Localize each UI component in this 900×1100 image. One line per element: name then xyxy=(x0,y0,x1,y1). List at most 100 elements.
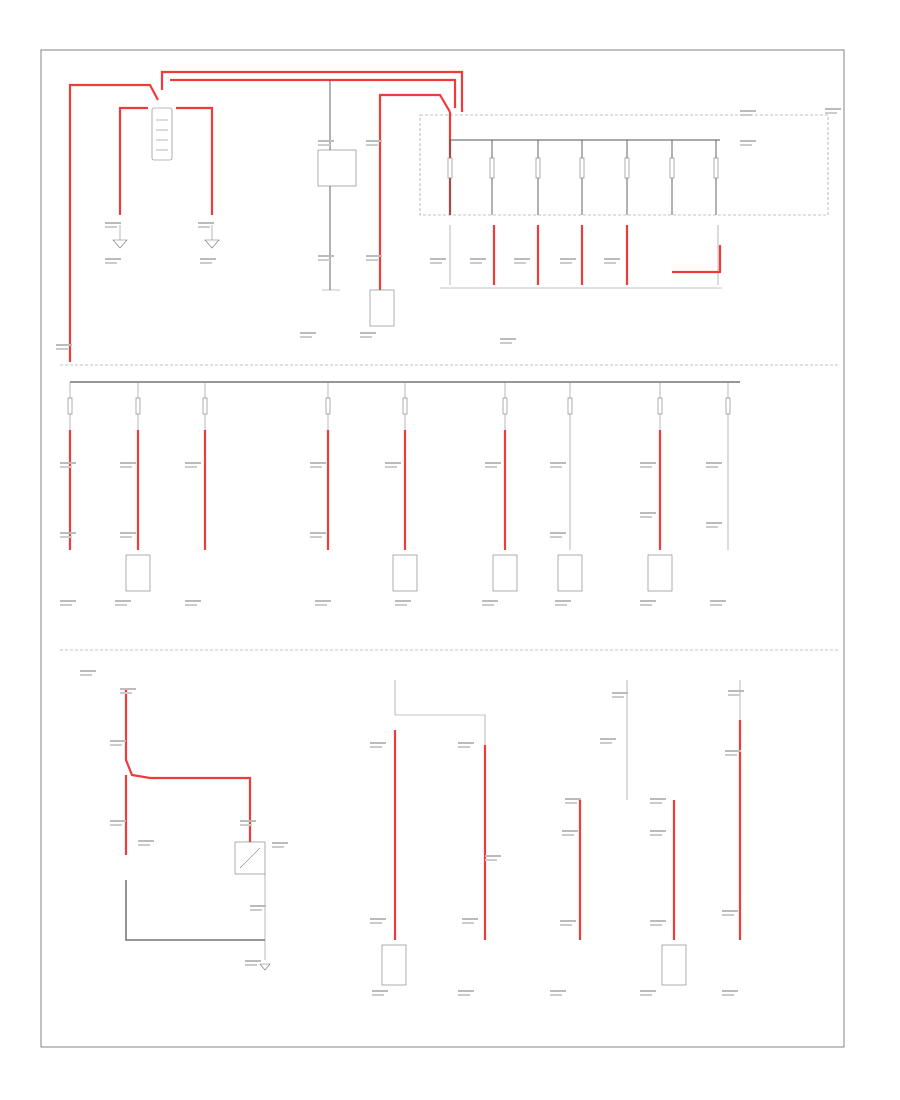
label-mark xyxy=(56,348,68,350)
label-mark xyxy=(120,692,132,694)
label-mark xyxy=(640,990,656,992)
label-mark xyxy=(722,990,738,992)
label-mark xyxy=(310,532,326,534)
label-mark xyxy=(198,226,210,228)
label-mark xyxy=(640,994,652,996)
label-mark xyxy=(372,994,384,996)
label-mark xyxy=(485,855,501,857)
label-mark xyxy=(315,600,331,602)
label-mark xyxy=(138,840,154,842)
label-mark xyxy=(366,255,382,257)
label-mark xyxy=(560,920,576,922)
ground-symbol-icon xyxy=(112,225,128,249)
label-mark xyxy=(740,140,756,142)
load-component-box xyxy=(492,554,518,592)
bottom-left-circuit xyxy=(124,690,271,971)
label-mark xyxy=(105,262,117,264)
label-mark xyxy=(370,922,382,924)
load-component-box xyxy=(125,554,151,592)
label-mark xyxy=(360,332,376,334)
label-mark xyxy=(200,258,216,260)
fuse-icon xyxy=(579,157,585,179)
label-mark xyxy=(80,674,92,676)
label-mark xyxy=(245,964,257,966)
label-mark xyxy=(550,462,566,464)
fuse-feeds xyxy=(447,140,719,215)
label-mark xyxy=(318,259,330,261)
fuse-icon xyxy=(725,397,731,415)
label-mark xyxy=(115,600,131,602)
fuse-icon xyxy=(502,397,508,415)
label-mark xyxy=(722,914,734,916)
fuse-icon xyxy=(325,397,331,415)
label-mark xyxy=(550,994,562,996)
battery-feed-wires xyxy=(68,70,464,362)
underhood-fuse-block xyxy=(419,114,829,216)
label-mark xyxy=(604,262,616,264)
label-mark xyxy=(60,536,72,538)
label-mark xyxy=(385,466,397,468)
label-mark xyxy=(560,262,572,264)
label-mark xyxy=(725,750,741,752)
label-mark xyxy=(395,600,411,602)
label-mark xyxy=(120,462,136,464)
fuse-icon xyxy=(713,157,719,179)
label-mark xyxy=(185,466,197,468)
label-mark xyxy=(370,746,382,748)
fuse-icon xyxy=(202,397,208,415)
label-mark xyxy=(250,909,262,911)
body-control-module-feeds xyxy=(449,225,719,285)
label-mark xyxy=(640,604,652,606)
label-mark xyxy=(706,526,718,528)
fuse-icon xyxy=(624,157,630,179)
label-mark xyxy=(550,536,562,538)
label-mark xyxy=(110,740,126,742)
label-mark xyxy=(740,110,756,112)
label-mark xyxy=(110,820,126,822)
label-mark xyxy=(105,222,121,224)
label-mark xyxy=(740,114,752,116)
label-mark xyxy=(710,604,722,606)
starter-motor-box xyxy=(369,289,395,327)
label-mark xyxy=(310,536,322,538)
label-mark xyxy=(430,258,446,260)
label-mark xyxy=(272,842,288,844)
label-mark xyxy=(650,834,662,836)
label-mark xyxy=(105,226,117,228)
label-mark xyxy=(120,532,136,534)
label-mark xyxy=(825,112,837,114)
label-mark xyxy=(245,960,261,962)
label-mark xyxy=(562,834,574,836)
bottom-center-circuit xyxy=(381,680,487,986)
label-mark xyxy=(640,466,652,468)
label-mark xyxy=(370,742,386,744)
label-mark xyxy=(272,846,284,848)
label-mark xyxy=(462,918,478,920)
fuse-icon xyxy=(67,397,73,415)
label-mark xyxy=(60,604,72,606)
label-mark xyxy=(728,690,744,692)
label-mark xyxy=(560,258,576,260)
label-mark xyxy=(120,466,132,468)
label-mark xyxy=(825,108,841,110)
label-mark xyxy=(722,910,738,912)
label-mark xyxy=(485,462,501,464)
label-mark xyxy=(565,802,577,804)
starter-relay-box xyxy=(317,149,357,187)
label-mark xyxy=(562,830,578,832)
label-mark xyxy=(458,994,470,996)
label-mark xyxy=(60,532,76,534)
label-mark xyxy=(640,512,656,514)
label-mark xyxy=(430,262,442,264)
fuse-icon xyxy=(447,157,453,179)
label-mark xyxy=(366,140,382,142)
label-mark xyxy=(604,258,620,260)
label-mark xyxy=(725,754,737,756)
label-mark xyxy=(722,994,734,996)
label-mark xyxy=(115,604,127,606)
label-mark xyxy=(200,262,212,264)
label-mark xyxy=(560,924,572,926)
label-mark xyxy=(120,688,136,690)
label-mark xyxy=(315,604,327,606)
label-mark xyxy=(300,336,312,338)
